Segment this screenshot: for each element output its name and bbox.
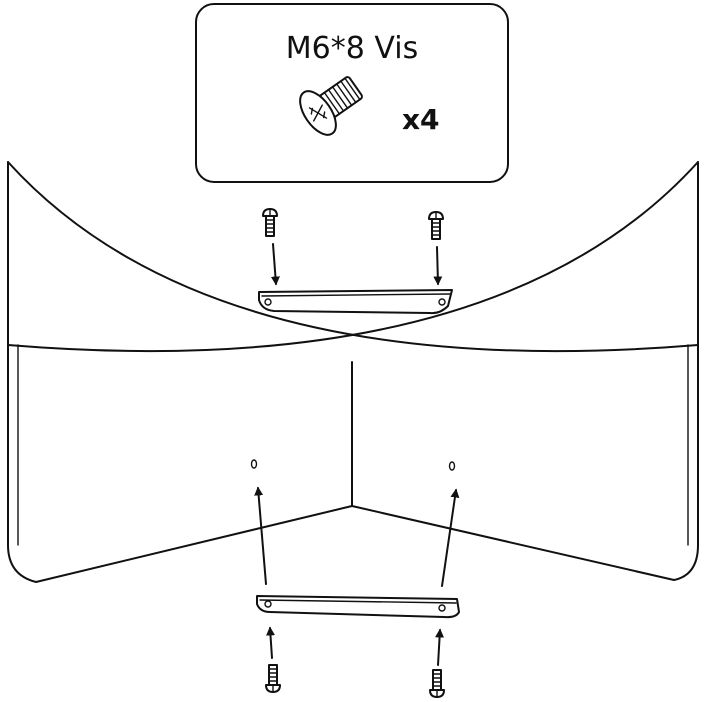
mounting-hole-icon — [250, 459, 258, 469]
bracket-icon — [258, 289, 453, 315]
screw-icon — [262, 208, 278, 237]
top-arc-left — [7, 161, 699, 353]
arrow-icon — [266, 626, 275, 659]
screw-icon — [428, 211, 444, 240]
arrow-icon — [254, 486, 267, 585]
parts-box-quantity: x4 — [402, 103, 440, 136]
arrow-icon — [441, 488, 460, 587]
flat-head-phillips-screw-icon — [299, 76, 363, 136]
arrow-icon — [435, 628, 445, 666]
top-arc-right — [7, 161, 699, 353]
screw-icon — [265, 664, 281, 693]
arrow-icon — [270, 243, 280, 286]
parts-box: M6*8 Vis x4 — [195, 3, 509, 183]
top-bracket-assembly — [258, 208, 453, 315]
bracket-icon — [256, 595, 460, 619]
mounting-hole-icon — [448, 461, 456, 471]
bottom-bracket-assembly — [254, 486, 460, 698]
parts-box-title: M6*8 Vis — [286, 31, 418, 66]
arrow-icon — [433, 246, 443, 286]
screw-icon — [429, 669, 445, 698]
parts-box-frame — [195, 3, 509, 183]
furniture-outline — [7, 161, 699, 583]
